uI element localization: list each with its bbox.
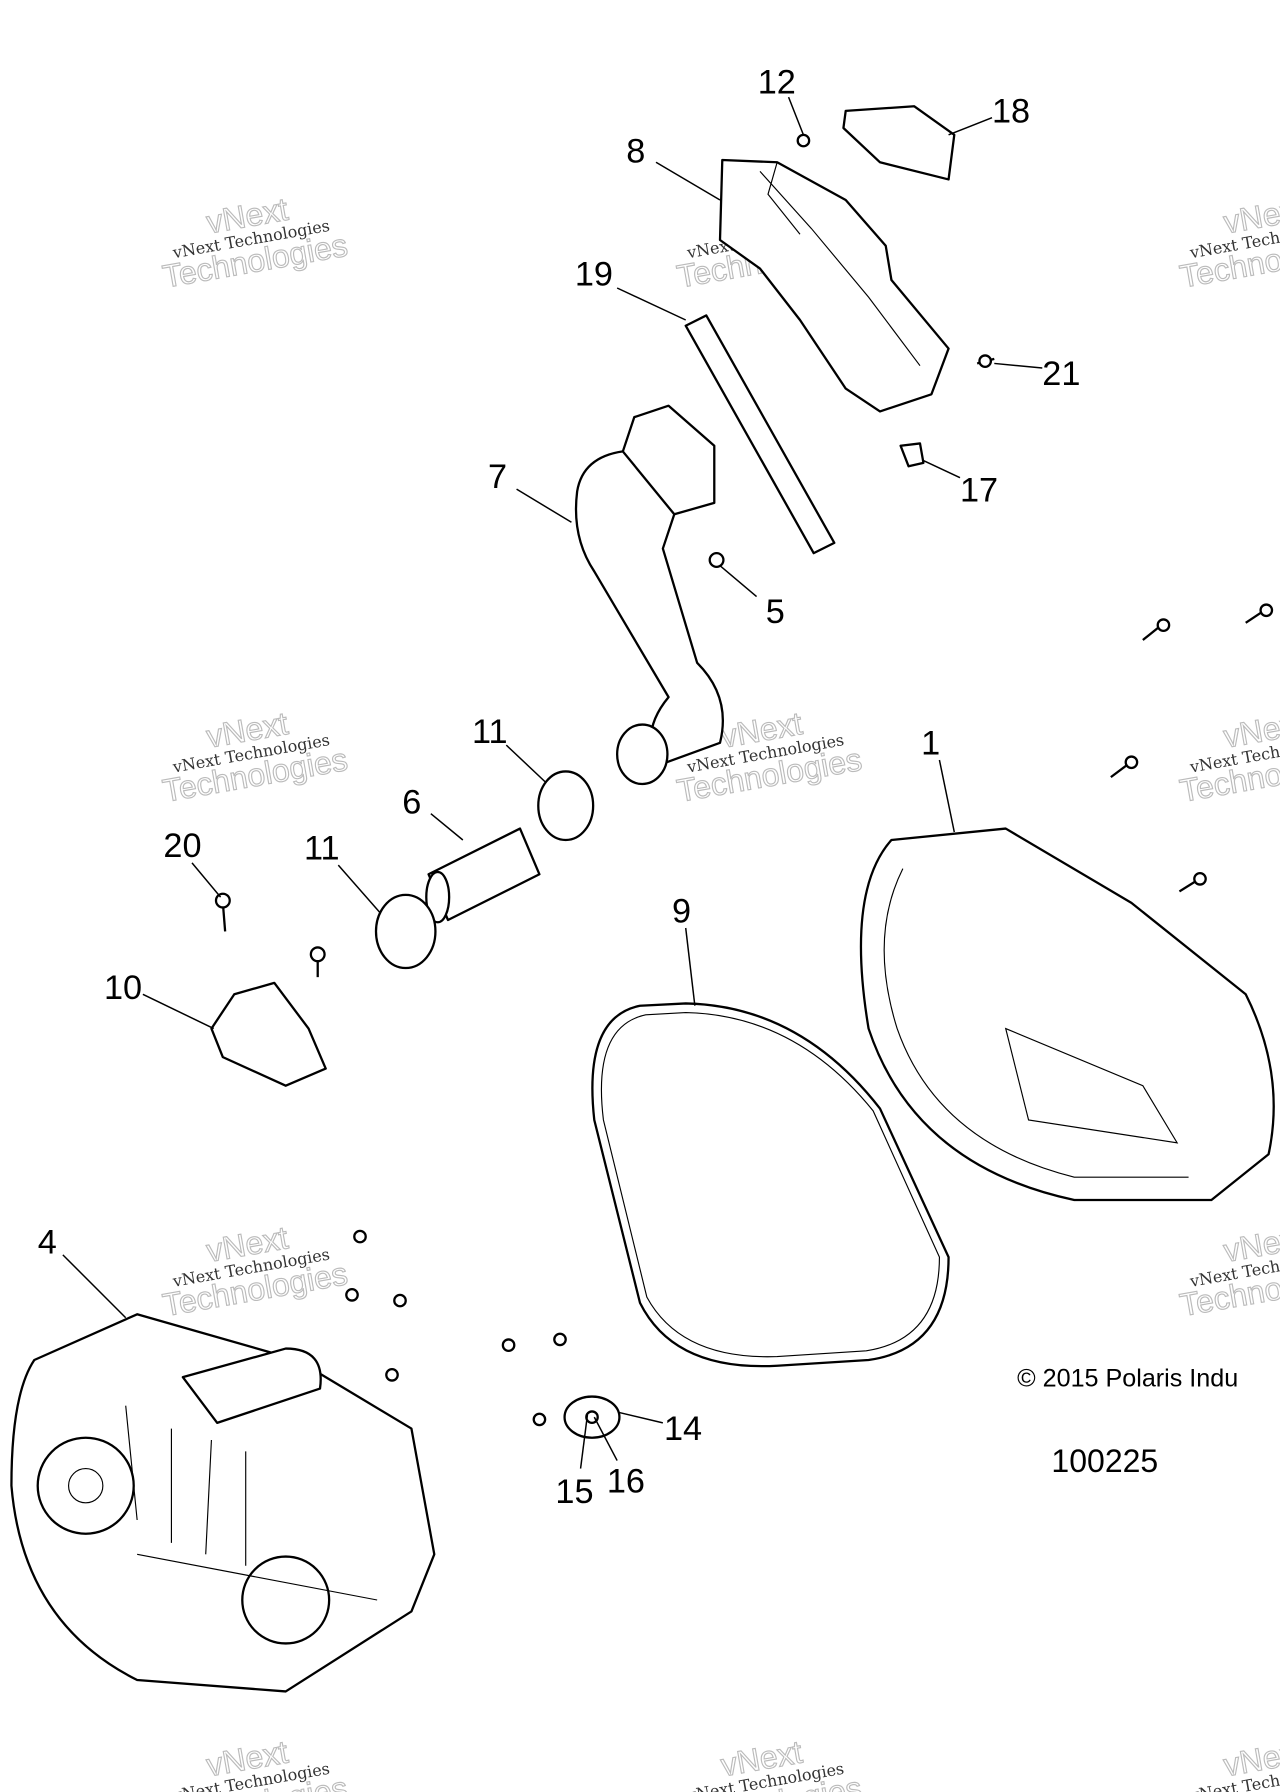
callout-7: 7	[488, 458, 507, 496]
part-1-inner-clutch-cover	[859, 827, 1275, 1202]
part-18-filter-pad	[842, 105, 956, 181]
part-19-seal-strip	[684, 314, 836, 555]
callout-16: 16	[607, 1463, 645, 1501]
callout-1: 1	[921, 724, 940, 762]
callouts: 1 4 5 6 7 8 9 10 11 11 12 14 15 16 17 18…	[38, 64, 1081, 1511]
callout-4: 4	[38, 1224, 57, 1262]
callout-8: 8	[626, 132, 645, 170]
part-9-drive-belt	[591, 1002, 950, 1368]
diagram-reference-number: 100225	[1051, 1443, 1158, 1479]
callout-17: 17	[960, 472, 998, 510]
fasteners	[214, 133, 1274, 1439]
callout-12: 12	[758, 64, 796, 102]
callout-11a: 11	[472, 713, 508, 751]
callout-18: 18	[992, 92, 1030, 130]
callout-9: 9	[672, 892, 691, 930]
part-6-coupler-tube	[425, 827, 541, 924]
callout-10: 10	[104, 969, 142, 1007]
part-11-clamps	[374, 770, 595, 970]
callout-6: 6	[402, 784, 421, 822]
part-4-outer-clutch-cover	[10, 1313, 436, 1693]
callout-5: 5	[766, 593, 785, 631]
copyright-text: © 2015 Polaris Indu	[1017, 1364, 1238, 1392]
callout-15: 15	[555, 1473, 593, 1511]
part-8-duct-housing	[718, 158, 950, 413]
part-7-intake-duct	[574, 404, 724, 786]
callout-21: 21	[1042, 355, 1080, 393]
callout-19: 19	[575, 256, 613, 294]
callout-11b: 11	[304, 829, 340, 867]
callout-14: 14	[664, 1410, 702, 1448]
leader-lines	[62, 96, 1043, 1469]
part-10-air-inlet	[210, 981, 327, 1087]
callout-20: 20	[163, 827, 201, 865]
